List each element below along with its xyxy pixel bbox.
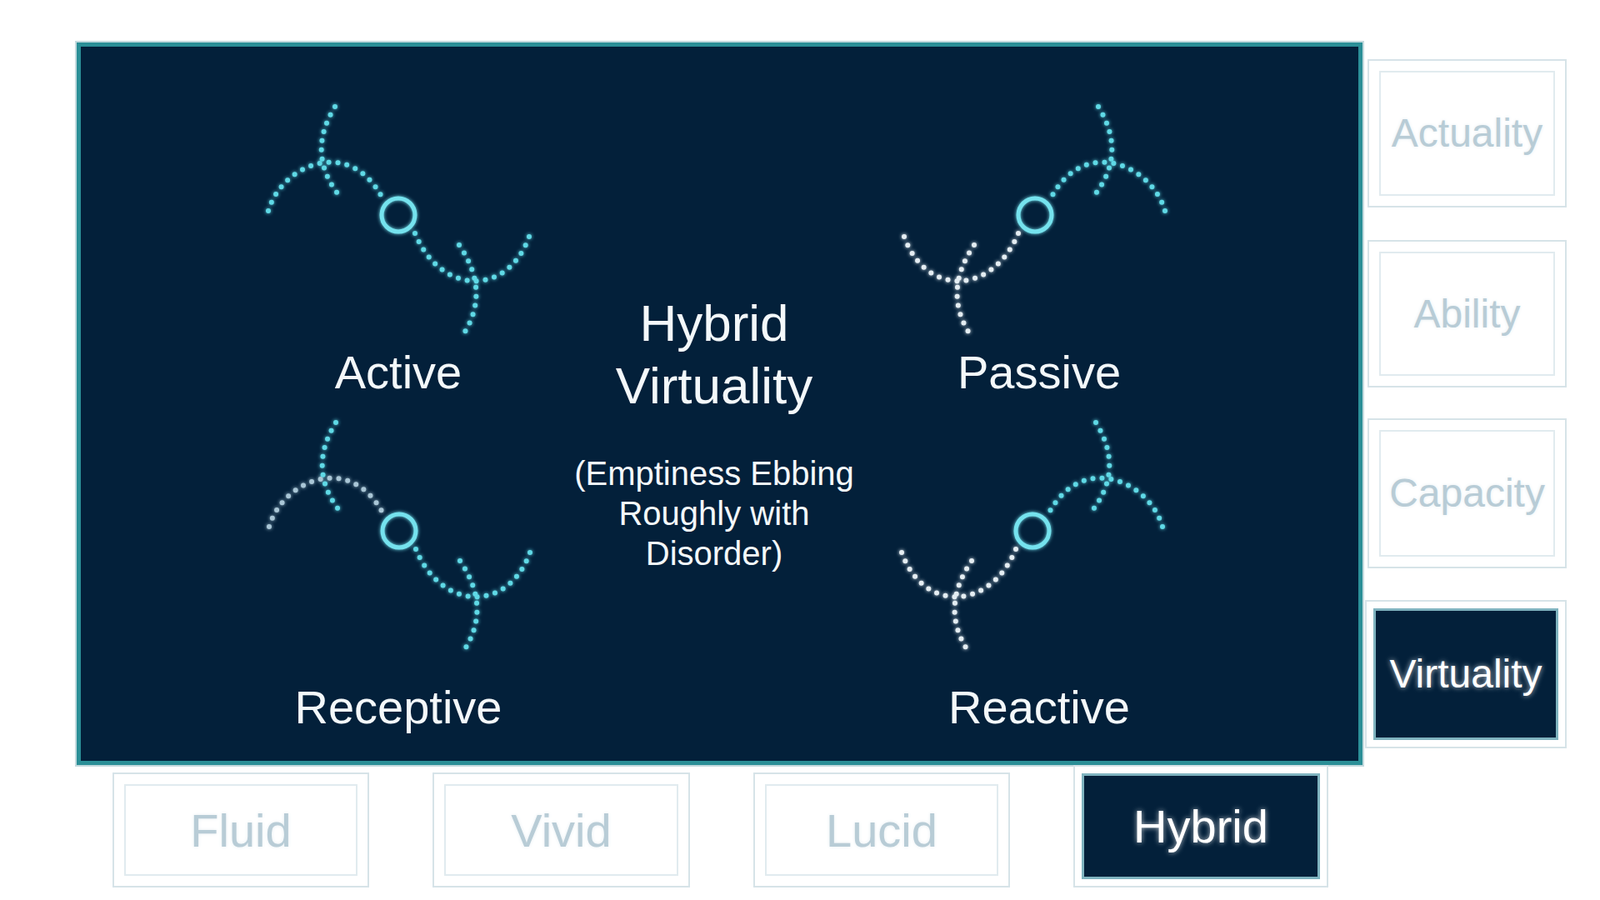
side-tab: Capacity <box>1367 418 1567 569</box>
panel-subtitle: (Emptiness Ebbing Roughly with Disorder) <box>560 453 869 574</box>
content-panel: Hybrid Virtuality (Emptiness Ebbing Rough… <box>76 42 1363 765</box>
tab-label: Vivid <box>510 802 611 859</box>
side-tab: Actuality <box>1367 59 1567 208</box>
side-tab: Ability <box>1367 240 1567 388</box>
tab-label: Lucid <box>825 802 938 859</box>
panel-ground <box>76 42 1363 765</box>
bottom-tab: Lucid <box>753 772 1010 888</box>
passive-symbol <box>904 106 1165 332</box>
symbol-label: Reactive <box>948 680 1130 735</box>
reactive-symbol <box>901 422 1163 648</box>
bottom-tab: Fluid <box>112 772 370 888</box>
bottom-tab: Vivid <box>432 772 690 888</box>
tab-label: Ability <box>1413 290 1520 339</box>
side-tab-active: Virtuality <box>1365 600 1567 749</box>
bottom-tab-active: Hybrid <box>1073 765 1329 888</box>
tab-label: Fluid <box>190 802 291 859</box>
tab-label: Virtuality <box>1389 650 1542 699</box>
panel-title: Hybrid Virtuality <box>572 291 856 417</box>
tab-label: Actuality <box>1391 109 1543 158</box>
receptive-symbol <box>269 422 530 648</box>
active-symbol <box>268 106 530 332</box>
tab-label: Capacity <box>1389 469 1545 518</box>
symbol-label: Passive <box>957 345 1121 400</box>
symbol-label: Active <box>335 345 463 400</box>
symbol-label: Receptive <box>294 680 502 735</box>
tab-label: Hybrid <box>1133 798 1269 855</box>
